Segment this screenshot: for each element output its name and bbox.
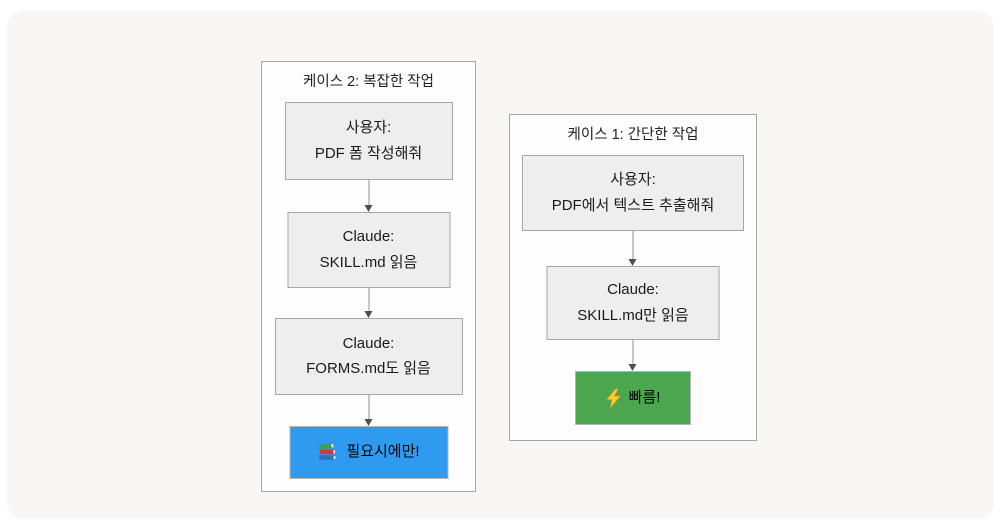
node-line: PDF 폼 작성해줘 (314, 144, 423, 162)
node-line: Claude: (607, 281, 659, 299)
case1-result-badge: 빠름! (575, 371, 691, 425)
books-icon (317, 443, 338, 462)
case2-title: 케이스 2: 복잡한 작업 (303, 74, 434, 90)
result-label: 필요시에만! (346, 443, 420, 461)
node-line: Claude: (342, 228, 395, 246)
node-line: SKILL.md만 읽음 (577, 306, 689, 324)
case2-result-badge: 필요시에만! (289, 426, 448, 479)
lightning-icon (605, 388, 621, 408)
diagram-card: 케이스 2: 복잡한 작업 사용자: PDF 폼 작성해줘 Claude: SK… (7, 11, 994, 519)
arrow-down-icon (364, 180, 373, 212)
case2-node-user-request: 사용자: PDF 폼 작성해줘 (284, 102, 453, 180)
node-line: 사용자: (345, 119, 392, 137)
node-line: PDF에서 텍스트 추출해줘 (551, 196, 715, 214)
arrow-down-icon (364, 288, 373, 318)
node-line: FORMS.md도 읽음 (306, 360, 431, 377)
node-line: 사용자: (610, 171, 656, 189)
arrow-down-icon (628, 231, 638, 266)
case1-container: 케이스 1: 간단한 작업 사용자: PDF에서 텍스트 추출해줘 Claude… (509, 114, 757, 441)
arrow-down-icon (364, 395, 373, 426)
case2-node-skill-read: Claude: SKILL.md 읽음 (287, 212, 450, 288)
case1-title: 케이스 1: 간단한 작업 (567, 127, 699, 143)
node-line: Claude: (342, 334, 395, 352)
case1-node-skill-read: Claude: SKILL.md만 읽음 (546, 266, 720, 340)
case1-node-user-request: 사용자: PDF에서 텍스트 추출해줘 (522, 155, 744, 231)
arrow-down-icon (628, 340, 638, 371)
case2-node-forms-read: Claude: FORMS.md도 읽음 (274, 318, 463, 395)
case2-container: 케이스 2: 복잡한 작업 사용자: PDF 폼 작성해줘 Claude: SK… (261, 61, 476, 492)
node-line: SKILL.md 읽음 (319, 253, 418, 271)
result-label: 빠름! (628, 388, 661, 406)
